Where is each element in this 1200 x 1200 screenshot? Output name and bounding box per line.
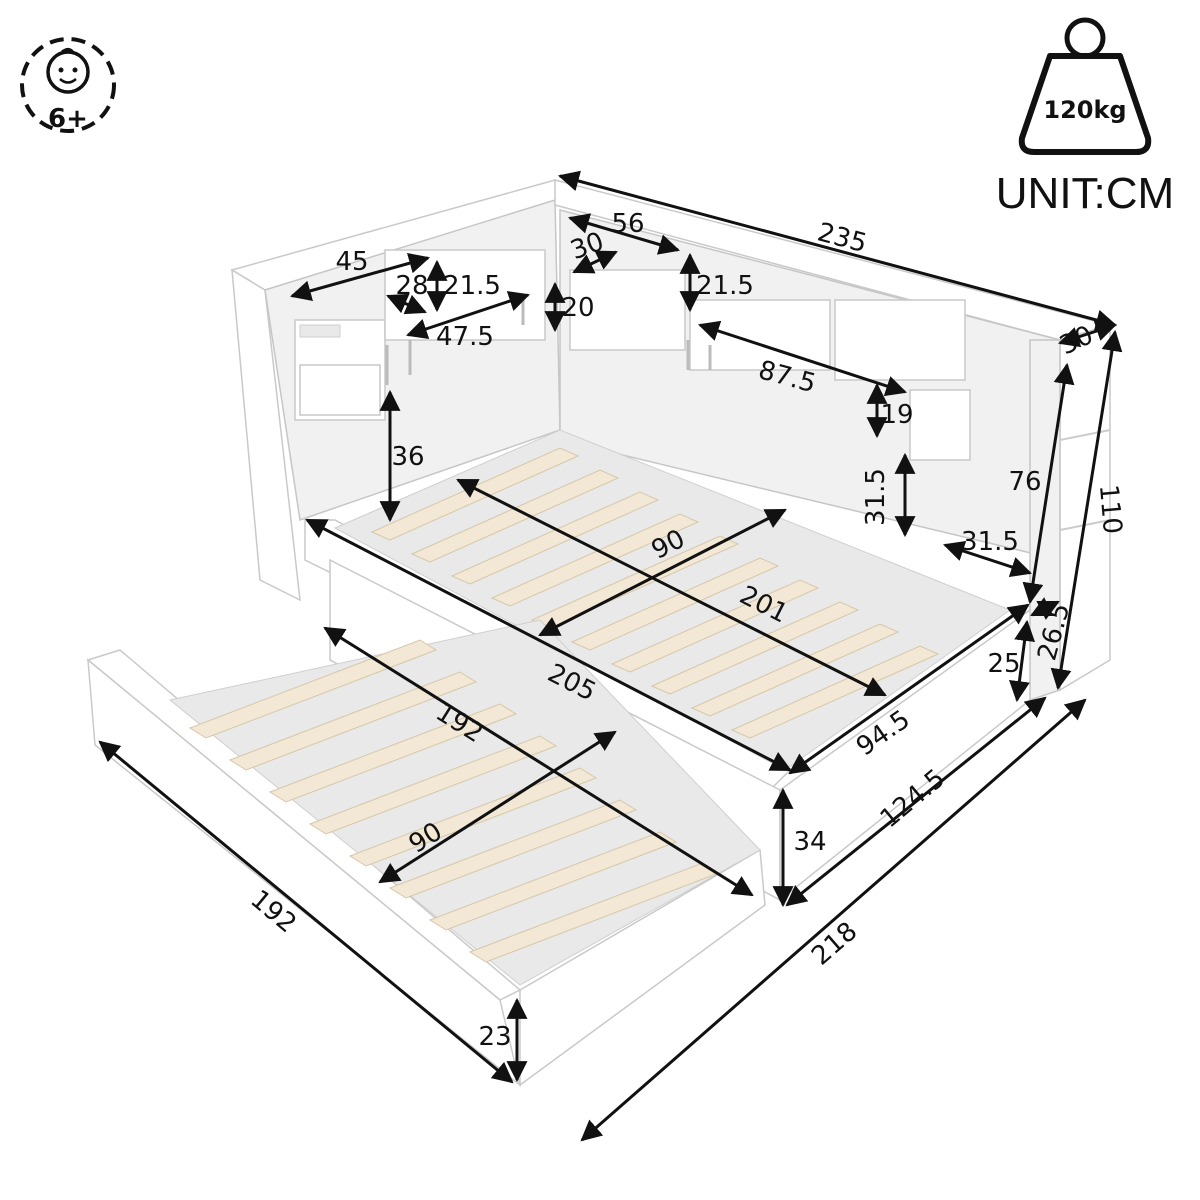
dim-side-height-upper: 76 (1008, 467, 1041, 497)
age-badge: 6+ (20, 37, 116, 134)
dim-trundle-height: 23 (478, 1022, 511, 1052)
dim-overall-width: 218 (806, 916, 863, 971)
dim-shelf-left-depth: 28 (395, 271, 428, 301)
dim-shelf-left-width: 45 (335, 247, 368, 277)
dim-shelf-back-low: 19 (880, 400, 913, 430)
dim-shelf-left-inner-height: 20 (561, 293, 594, 323)
dim-shelf-left-height: 21.5 (443, 271, 501, 301)
dim-cabinet-width: 31.5 (961, 527, 1019, 557)
age-label: 6+ (48, 104, 88, 134)
bed-illustration (86, 179, 1113, 1087)
baby-face-icon (46, 47, 90, 94)
dim-shelf-left-inner-width: 47.5 (436, 322, 494, 352)
dim-cabinet-height: 31.5 (861, 468, 891, 526)
dim-leg-height: 25 (987, 649, 1020, 679)
weight-label: 120kg (1043, 96, 1126, 124)
unit-label: UNIT:CM (996, 169, 1174, 218)
dim-shelf-back-height: 21.5 (696, 271, 754, 301)
dim-frame-height: 34 (793, 827, 826, 857)
weight-icon (1018, 17, 1152, 155)
dim-under-shelf: 36 (391, 442, 424, 472)
dim-side-height-total: 110 (1093, 483, 1127, 535)
weight-badge: 120kg (1018, 17, 1152, 155)
dim-shelf-back-width: 56 (611, 209, 644, 239)
